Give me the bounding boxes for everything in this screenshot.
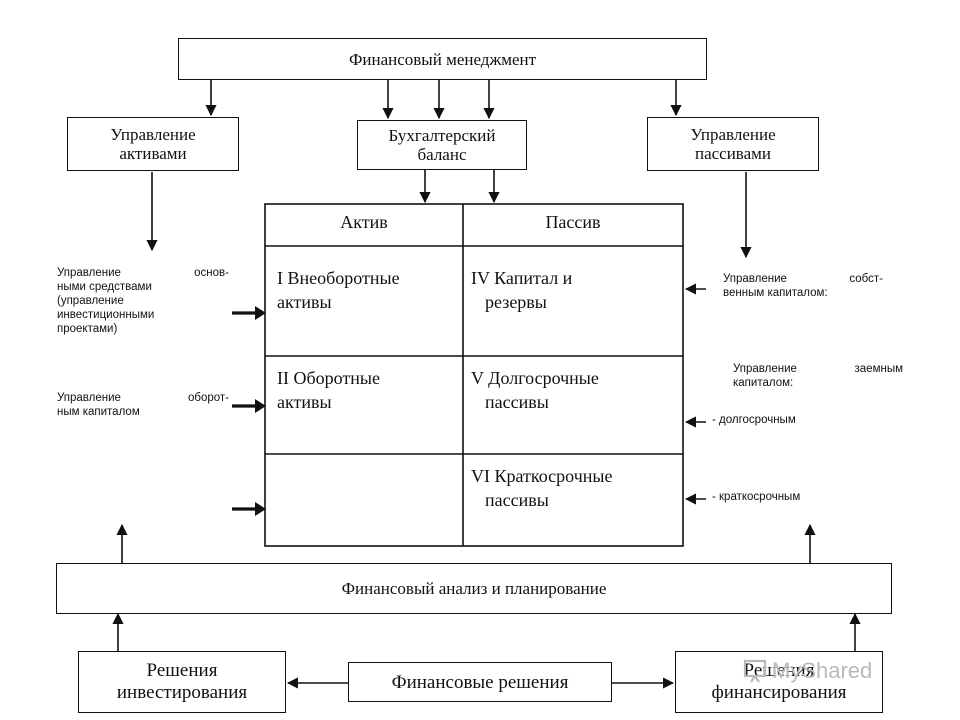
watermark: MyShared	[742, 658, 872, 684]
note-working-line1: Управление оборот-	[57, 392, 229, 404]
cell-longterm-liabilities-line1: V Долгосрочные	[471, 368, 599, 388]
table-header-liabilities: Пассив	[463, 212, 683, 233]
financial-management-title: Финансовый менеджмент	[348, 49, 537, 69]
watermark-text: MyShared	[772, 658, 873, 683]
cell-capital-reserves-line1: IV Капитал и	[471, 268, 573, 288]
presentation-icon	[743, 659, 767, 683]
cell-capital-reserves-line2: резервы	[485, 292, 547, 312]
note-fixed-line4: инвестиционными	[57, 309, 155, 321]
investment-decisions-box: Решения инвестирования	[78, 651, 286, 713]
note-longterm: - долгосрочным	[712, 413, 796, 427]
cell-current-assets-line1: II Оборотные	[277, 368, 380, 388]
note-working-capital-management: Управление оборот- ным капиталом	[57, 391, 229, 419]
cell-noncurrent-assets-line1: I Внеоборотные	[277, 268, 400, 288]
note-equity-line2: венным капиталом:	[723, 287, 828, 299]
cell-capital-reserves: IV Капитал и резервы	[463, 258, 683, 314]
table-header-liabilities-label: Пассив	[545, 212, 601, 232]
note-fixed-line3: (управление	[57, 295, 124, 307]
cell-current-assets-line2: активы	[277, 392, 332, 412]
cell-shortterm-liabilities-line1: VI Краткосрочные	[471, 466, 613, 486]
cell-longterm-liabilities: V Долгосрочные пассивы	[463, 358, 683, 414]
table-header-assets: Актив	[265, 212, 463, 233]
liabilities-management-line2: пассивами	[694, 144, 772, 163]
investment-decisions-line1: Решения	[146, 660, 218, 681]
cell-longterm-liabilities-line2: пассивы	[485, 392, 549, 412]
assets-management-box: Управление активами	[67, 117, 239, 171]
note-fixed-line2: ными средствами	[57, 281, 152, 293]
assets-management-line2: активами	[119, 144, 187, 163]
note-fixed-line1: Управление основ-	[57, 267, 229, 279]
cell-shortterm-liabilities-line2: пассивы	[485, 490, 549, 510]
financial-analysis-box: Финансовый анализ и планирование	[56, 563, 892, 614]
cell-noncurrent-assets-line2: активы	[277, 292, 332, 312]
financing-decisions-line2: финансирования	[711, 682, 847, 703]
liabilities-management-box: Управление пассивами	[647, 117, 819, 171]
note-debt-line1: Управление заемным	[733, 363, 903, 375]
note-debt-management: Управление заемным капиталом:	[733, 362, 903, 390]
table-header-assets-label: Актив	[340, 212, 388, 232]
financing-decisions-box: Решения финансирования	[675, 651, 883, 713]
liabilities-management-line1: Управление	[690, 125, 776, 144]
note-longterm-text: - долгосрочным	[712, 414, 796, 426]
note-equity-management: Управление собст- венным капиталом:	[723, 272, 883, 300]
balance-sheet-line1: Бухгалтерский	[388, 126, 496, 145]
balance-sheet-box: Бухгалтерский баланс	[357, 120, 527, 170]
note-equity-line1: Управление собст-	[723, 273, 883, 285]
note-fixed-line5: проектами)	[57, 323, 118, 335]
financial-analysis-title: Финансовый анализ и планирование	[341, 579, 607, 598]
note-fixed-assets-management: Управление основ- ными средствами (управ…	[57, 266, 229, 336]
note-shortterm-text: - краткосрочным	[712, 491, 801, 503]
cell-current-assets: II Оборотные активы	[265, 358, 463, 414]
note-debt-line2: капиталом:	[733, 377, 794, 389]
cell-noncurrent-assets: I Внеоборотные активы	[265, 258, 463, 314]
financial-management-box: Финансовый менеджмент	[178, 38, 707, 80]
financial-decisions-box: Финансовые решения	[348, 662, 612, 702]
investment-decisions-line2: инвестирования	[116, 682, 248, 703]
assets-management-line1: Управление	[110, 125, 196, 144]
cell-shortterm-liabilities: VI Краткосрочные пассивы	[463, 456, 683, 512]
financial-decisions-title: Финансовые решения	[391, 671, 569, 693]
balance-sheet-line2: баланс	[417, 145, 467, 164]
note-shortterm: - краткосрочным	[712, 490, 800, 504]
balance-table-grid	[264, 203, 684, 547]
note-working-line2: ным капиталом	[57, 406, 140, 418]
